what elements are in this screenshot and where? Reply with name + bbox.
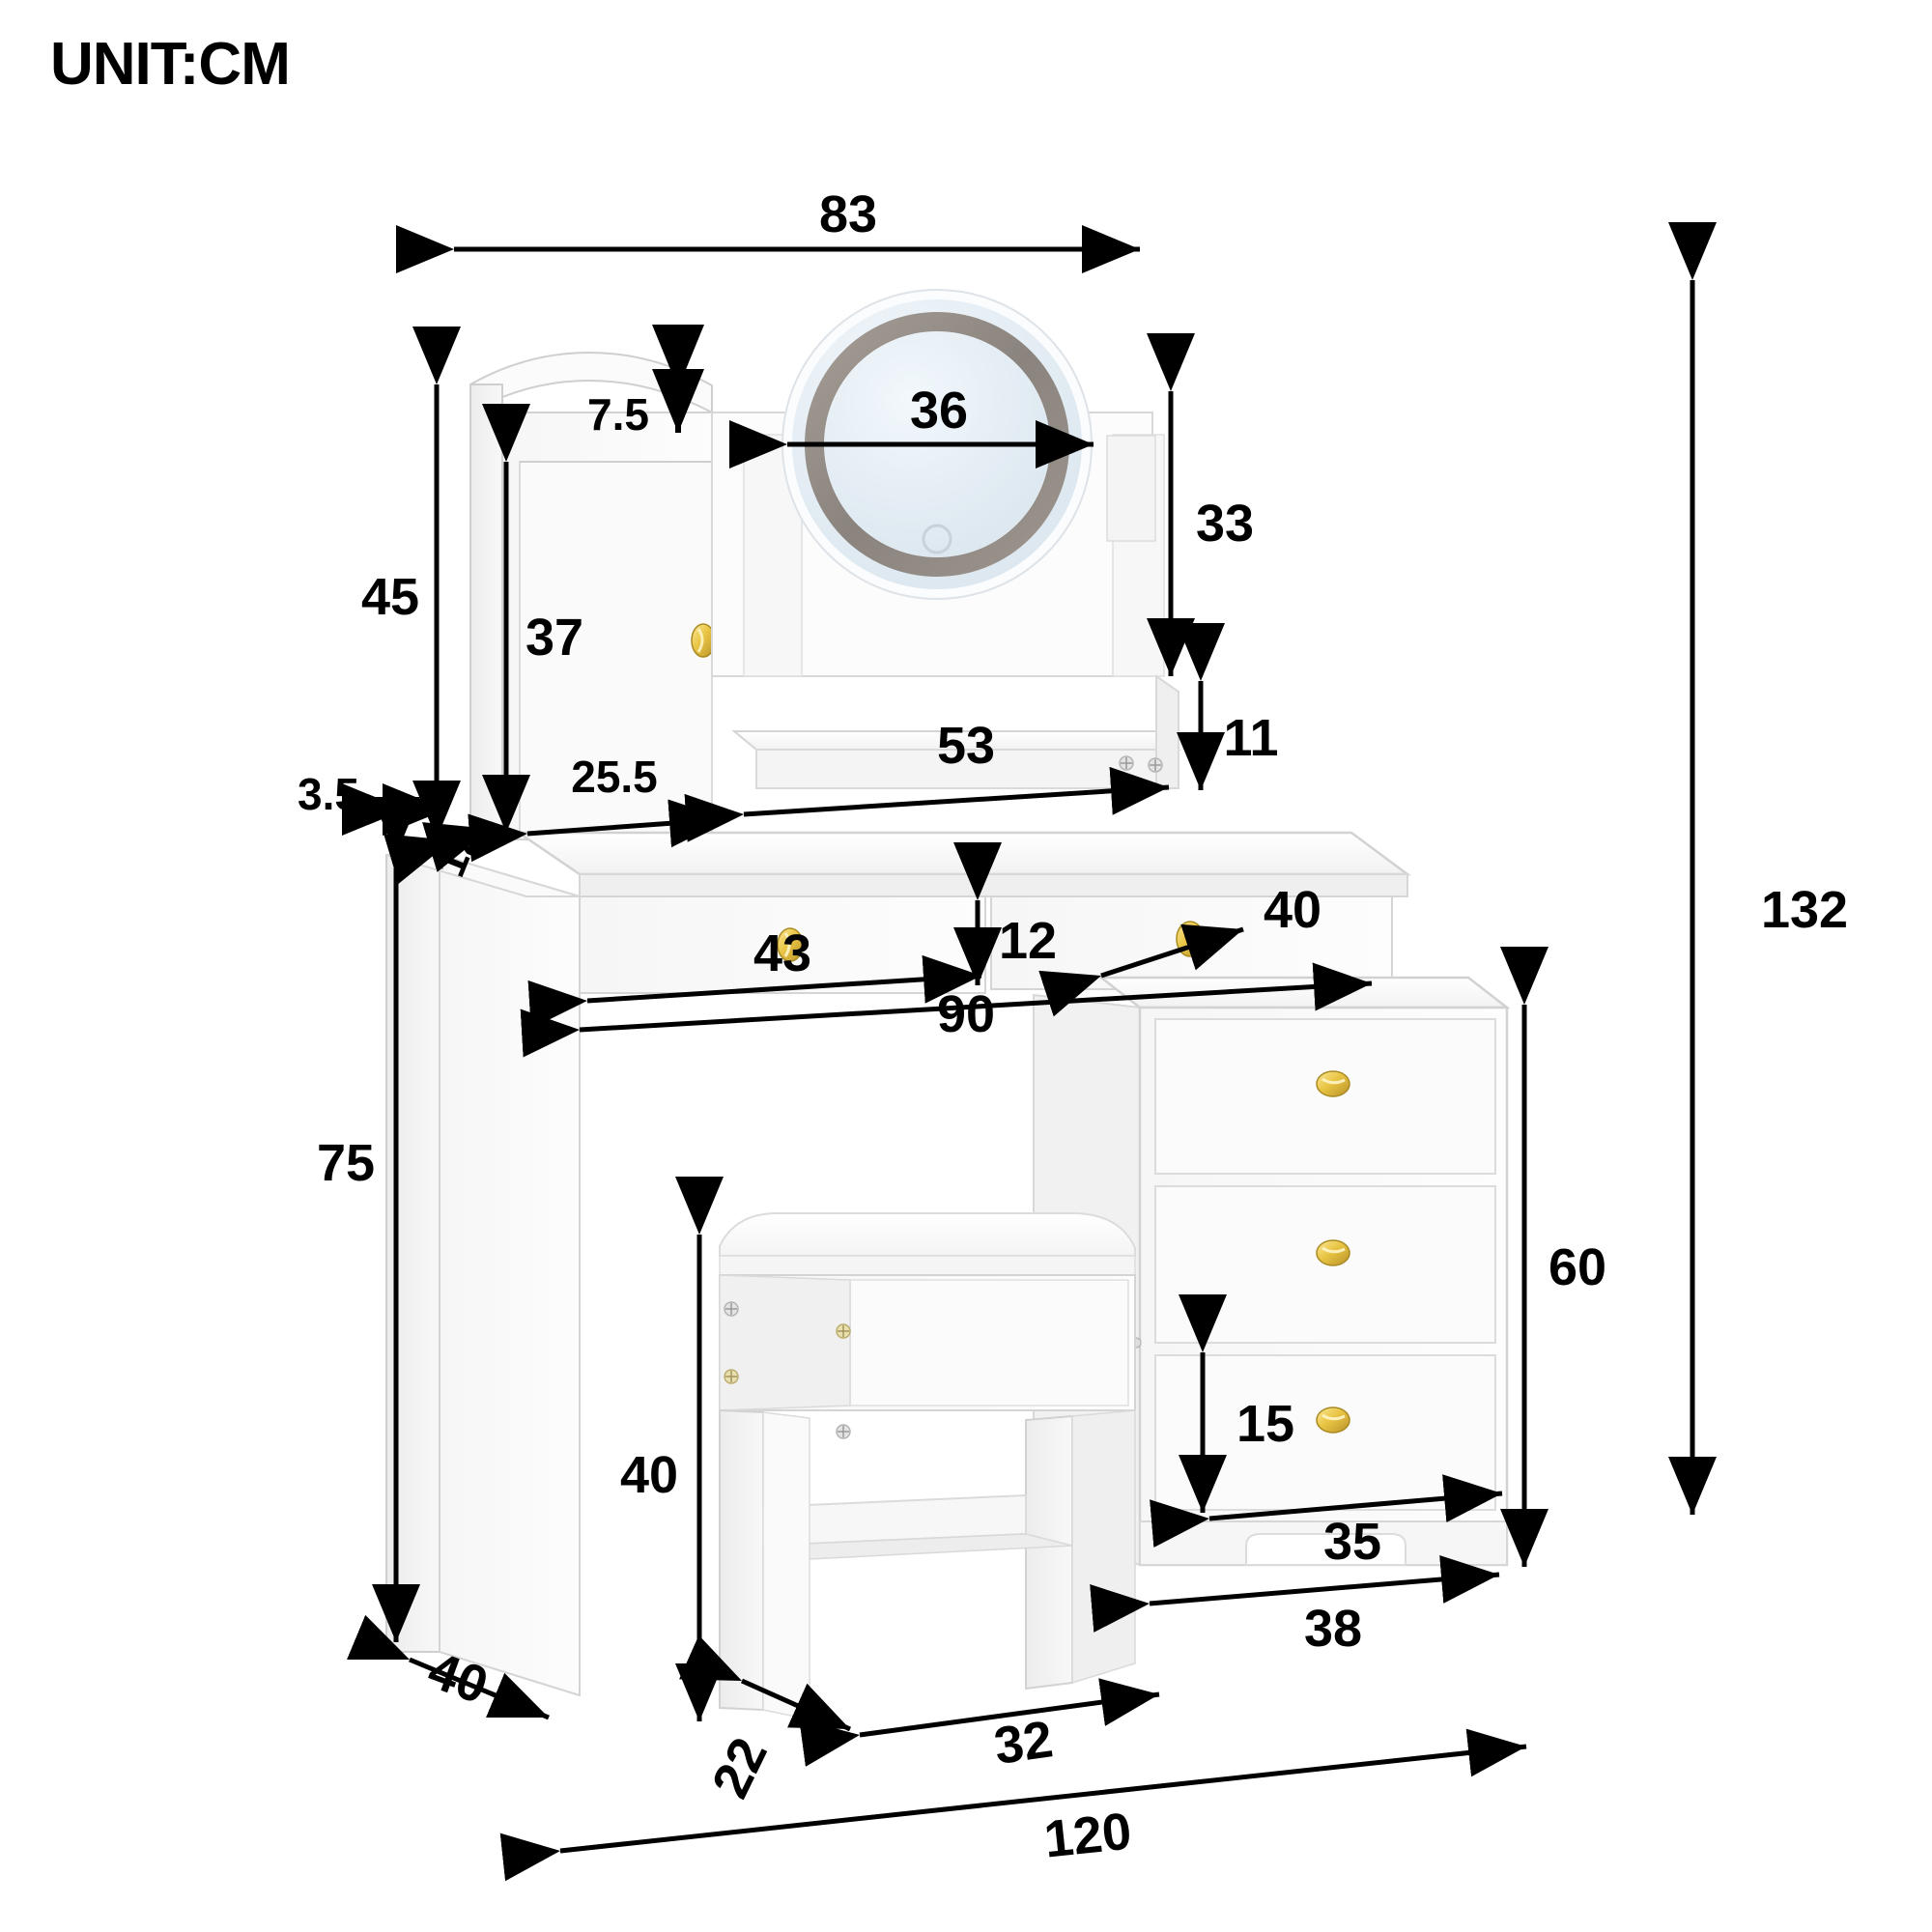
dimline-40-desk-depth <box>347 1614 550 1720</box>
chest-drawer-3[interactable] <box>1154 1354 1496 1511</box>
upholstered-stool <box>719 1212 1136 1720</box>
dimension-label-120: 120 <box>1041 1803 1134 1869</box>
dimension-label-83: 83 <box>819 185 877 243</box>
dimension-label-25point5: 25.5 <box>571 752 658 802</box>
chest-drawer-1[interactable] <box>1154 1018 1496 1175</box>
dimension-label-15: 15 <box>1236 1395 1294 1453</box>
dimension-label-45: 45 <box>361 568 419 626</box>
dimension-label-38: 38 <box>1304 1600 1362 1658</box>
dimension-label-33: 33 <box>1196 495 1254 553</box>
dimension-label-11: 11 <box>1223 709 1278 767</box>
dimension-labels: 83 7.5 36 33 45 37 3.5 25.5 12 53 11 43 … <box>298 185 1848 1869</box>
dimension-label-36: 36 <box>910 382 968 440</box>
dimline-32 <box>799 1678 1160 1767</box>
chest-drawer-2[interactable] <box>1154 1185 1496 1344</box>
dimline-53 <box>684 766 1170 842</box>
dimension-label-32: 32 <box>991 1710 1057 1776</box>
dimension-label-3point5: 3.5 <box>298 769 359 819</box>
page-title: UNIT:CM <box>50 31 291 98</box>
stool-cushion <box>719 1212 1136 1257</box>
dimension-label-37: 37 <box>526 609 583 667</box>
dimension-label-40-chest-depth: 40 <box>1264 881 1321 939</box>
desk-left-leg-panel <box>385 853 581 1697</box>
dimension-label-40-stool-height: 40 <box>620 1446 678 1504</box>
dimline-40-chest-depth <box>1038 923 1244 1017</box>
mirror-touch-button[interactable] <box>922 524 952 554</box>
dimension-label-90: 90 <box>937 985 995 1043</box>
dimension-label-7point5: 7.5 <box>587 389 649 440</box>
dimline-35 <box>1150 1474 1503 1548</box>
dimline-120 <box>499 1728 1527 1882</box>
dimension-label-53: 53 <box>937 717 995 775</box>
dimension-label-22: 22 <box>701 1729 779 1806</box>
dimline-38 <box>1090 1555 1500 1633</box>
cabinet-door-knob[interactable] <box>691 623 716 658</box>
stool-screw-icons <box>724 1301 851 1439</box>
dimension-label-60: 60 <box>1548 1238 1606 1296</box>
dimline-12-depth <box>384 822 492 884</box>
dimension-label-75: 75 <box>317 1134 375 1192</box>
dimension-label-132: 132 <box>1761 881 1848 939</box>
dimension-label-35: 35 <box>1323 1513 1381 1571</box>
dimension-annotations <box>342 222 1717 1882</box>
dimension-label-12-drawer: 12 <box>999 912 1057 970</box>
dimension-label-43: 43 <box>753 924 811 982</box>
